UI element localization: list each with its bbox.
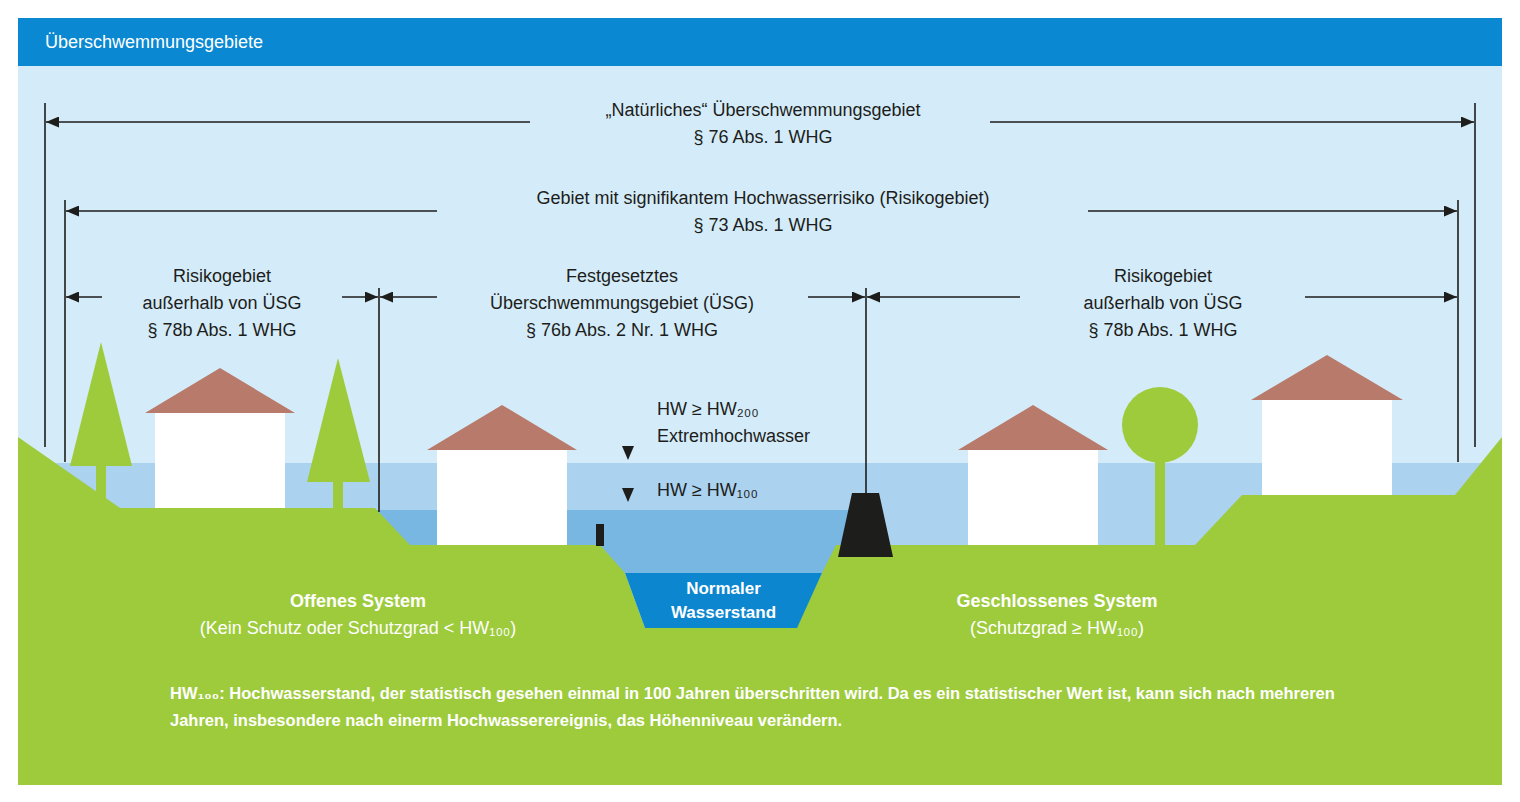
dimension-tick	[378, 288, 380, 512]
dimension-arrow	[990, 121, 1474, 123]
dimension-tick	[64, 200, 66, 462]
house-roof	[145, 368, 295, 413]
legal-reference: § 76 Abs. 1 WHG	[613, 124, 913, 151]
dimension-tick	[865, 288, 867, 495]
system-description: (Schutzgrad ≥ HW₁₀₀)	[857, 615, 1257, 642]
dimension-arrow	[66, 296, 102, 298]
dimension-arrow	[46, 121, 530, 123]
house-roof	[427, 405, 577, 450]
system-label: Geschlossenes System	[857, 588, 1257, 615]
dimension-label: Risikogebiet außerhalb von ÜSG	[1077, 263, 1249, 317]
legal-reference: § 73 Abs. 1 WHG	[613, 212, 913, 239]
dike	[838, 493, 893, 557]
dimension-arrow	[380, 296, 437, 298]
dimension-label: „Natürliches“ Überschwemmungsgebiet	[503, 97, 1023, 124]
dimension-arrow	[808, 296, 865, 298]
tree-trunk	[1155, 450, 1165, 546]
dimension-label: Risikogebiet außerhalb von ÜSG	[136, 263, 308, 317]
dimension-tick	[1457, 200, 1459, 462]
dimension-label: Gebiet mit signifikantem Hochwasserrisik…	[443, 185, 1083, 212]
water-level-label: Extremhochwasser	[657, 423, 810, 450]
dimension-tick	[1474, 103, 1476, 447]
small-wall	[596, 524, 604, 546]
river-label: Normaler Wasserstand	[664, 577, 784, 625]
conifer-tree	[70, 342, 132, 466]
footnote: HW₁₀₀: Hochwasserstand, der statistisch …	[170, 680, 1355, 734]
water-level-label: HW ≥ HW₂₀₀	[657, 396, 759, 423]
dimension-label: Festgesetztes Überschwemmungsgebiet (ÜSG…	[472, 263, 772, 317]
house-roof	[1251, 355, 1403, 400]
house-body	[437, 450, 567, 545]
house-body	[155, 413, 285, 508]
round-tree	[1122, 387, 1198, 463]
title-banner	[18, 18, 1502, 66]
water-level-marker	[622, 446, 634, 460]
legal-reference: § 76b Abs. 2 Nr. 1 WHG	[472, 317, 772, 344]
dimension-arrow	[66, 210, 437, 212]
legal-reference: § 78b Abs. 1 WHG	[1033, 317, 1293, 344]
dimension-arrow	[1088, 210, 1457, 212]
river-water	[625, 573, 822, 628]
title: Überschwemmungsgebiete	[45, 29, 263, 56]
dimension-tick	[44, 103, 46, 447]
water-level-label: HW ≥ HW₁₀₀	[657, 477, 758, 504]
river-channel: Normaler Wasserstand	[625, 573, 822, 628]
water-level-marker	[622, 488, 634, 502]
house-roof	[958, 405, 1108, 450]
house-body	[1262, 400, 1392, 495]
house-body	[968, 450, 1098, 545]
panel-background	[18, 18, 1502, 785]
dimension-arrow	[342, 296, 378, 298]
legal-reference: § 78b Abs. 1 WHG	[92, 317, 352, 344]
dimension-arrow	[867, 296, 1020, 298]
dimension-arrow	[1305, 296, 1457, 298]
system-label: Offenes System	[118, 588, 598, 615]
system-description: (Kein Schutz oder Schutzgrad < HW₁₀₀)	[118, 615, 598, 642]
tree-trunk	[333, 478, 343, 510]
conifer-tree	[307, 358, 370, 482]
